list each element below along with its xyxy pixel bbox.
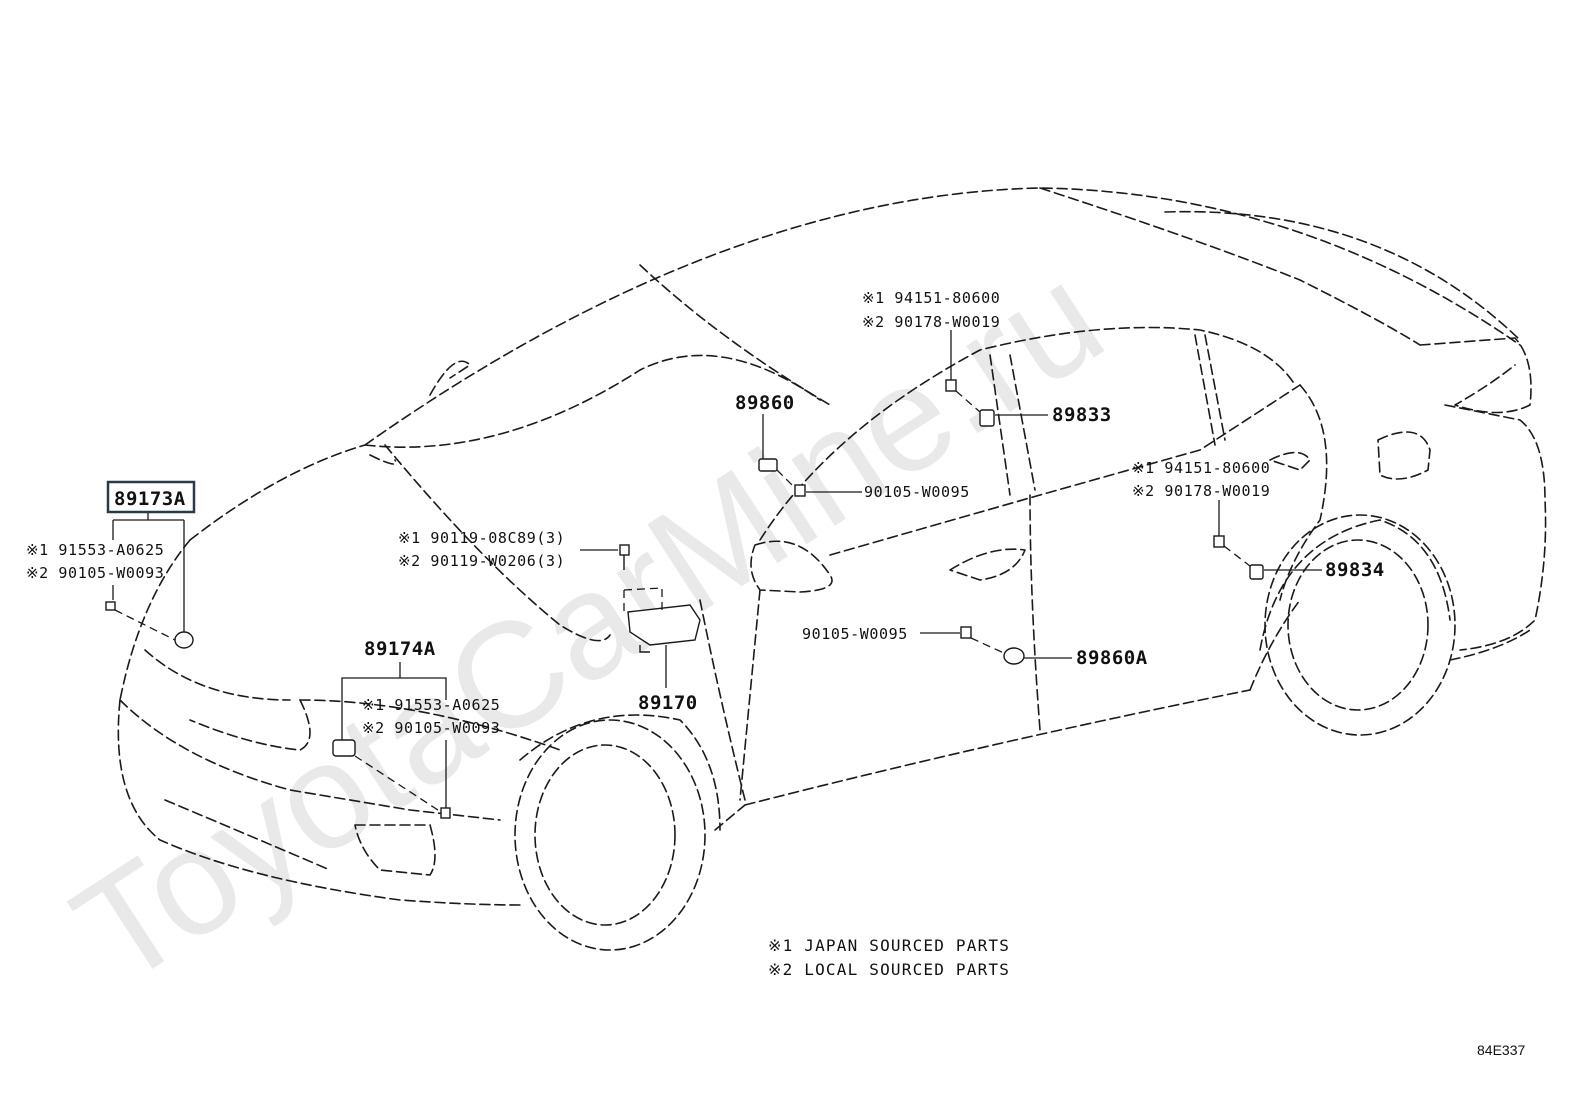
ecu-bolt-sublabel-2: ※2 90119-W0206(3): [398, 552, 565, 570]
sensor-89860: [758, 414, 862, 497]
front-left-sublabel-1: ※1 91553-A0625: [26, 541, 164, 559]
bolt-upper-label: 90105-W0095: [864, 483, 970, 501]
callout-89174A[interactable]: 89174A: [364, 638, 436, 660]
front-left-sublabel-2: ※2 90105-W0093: [26, 564, 164, 582]
front-center-sublabel-1: ※1 91553-A0625: [362, 696, 500, 714]
sensor-89860A: [920, 626, 1072, 665]
callout-89173A[interactable]: 89173A: [114, 488, 186, 510]
bolt-front-left: [105, 601, 176, 641]
legend-line-1: ※1 JAPAN SOURCED PARTS: [768, 936, 1010, 955]
legend-line-2: ※2 LOCAL SOURCED PARTS: [768, 960, 1010, 979]
sensor-89834: [1213, 500, 1322, 580]
callout-89860[interactable]: 89860: [735, 392, 795, 414]
bolt-lower-label: 90105-W0095: [802, 625, 908, 643]
airbag-ecu-89170: [619, 544, 701, 688]
pillar-sublabel-2: ※2 90178-W0019: [862, 313, 1000, 331]
rear-sublabel-1: ※1 94151-80600: [1132, 459, 1270, 477]
selected-part-box[interactable]: [106, 480, 196, 514]
callout-89860A[interactable]: 89860A: [1076, 647, 1148, 669]
diagram-code: 84E337: [1477, 1042, 1525, 1058]
sensor-89174A: [332, 662, 447, 808]
sensor-89833: [945, 330, 1048, 427]
callout-89833[interactable]: 89833: [1052, 404, 1112, 426]
bolt-front-center: [354, 755, 451, 819]
callout-89170[interactable]: 89170: [638, 692, 698, 714]
car-body-outline: [117, 187, 1547, 951]
rear-sublabel-2: ※2 90178-W0019: [1132, 482, 1270, 500]
sensor-89173A: [112, 512, 194, 649]
callout-89834[interactable]: 89834: [1325, 559, 1385, 581]
watermark-text: ToyotaCarMine.ru: [46, 231, 1130, 1017]
front-center-sublabel-2: ※2 90105-W0093: [362, 719, 500, 737]
ecu-bolt-sublabel-1: ※1 90119-08C89(3): [398, 529, 565, 547]
pillar-sublabel-1: ※1 94151-80600: [862, 289, 1000, 307]
